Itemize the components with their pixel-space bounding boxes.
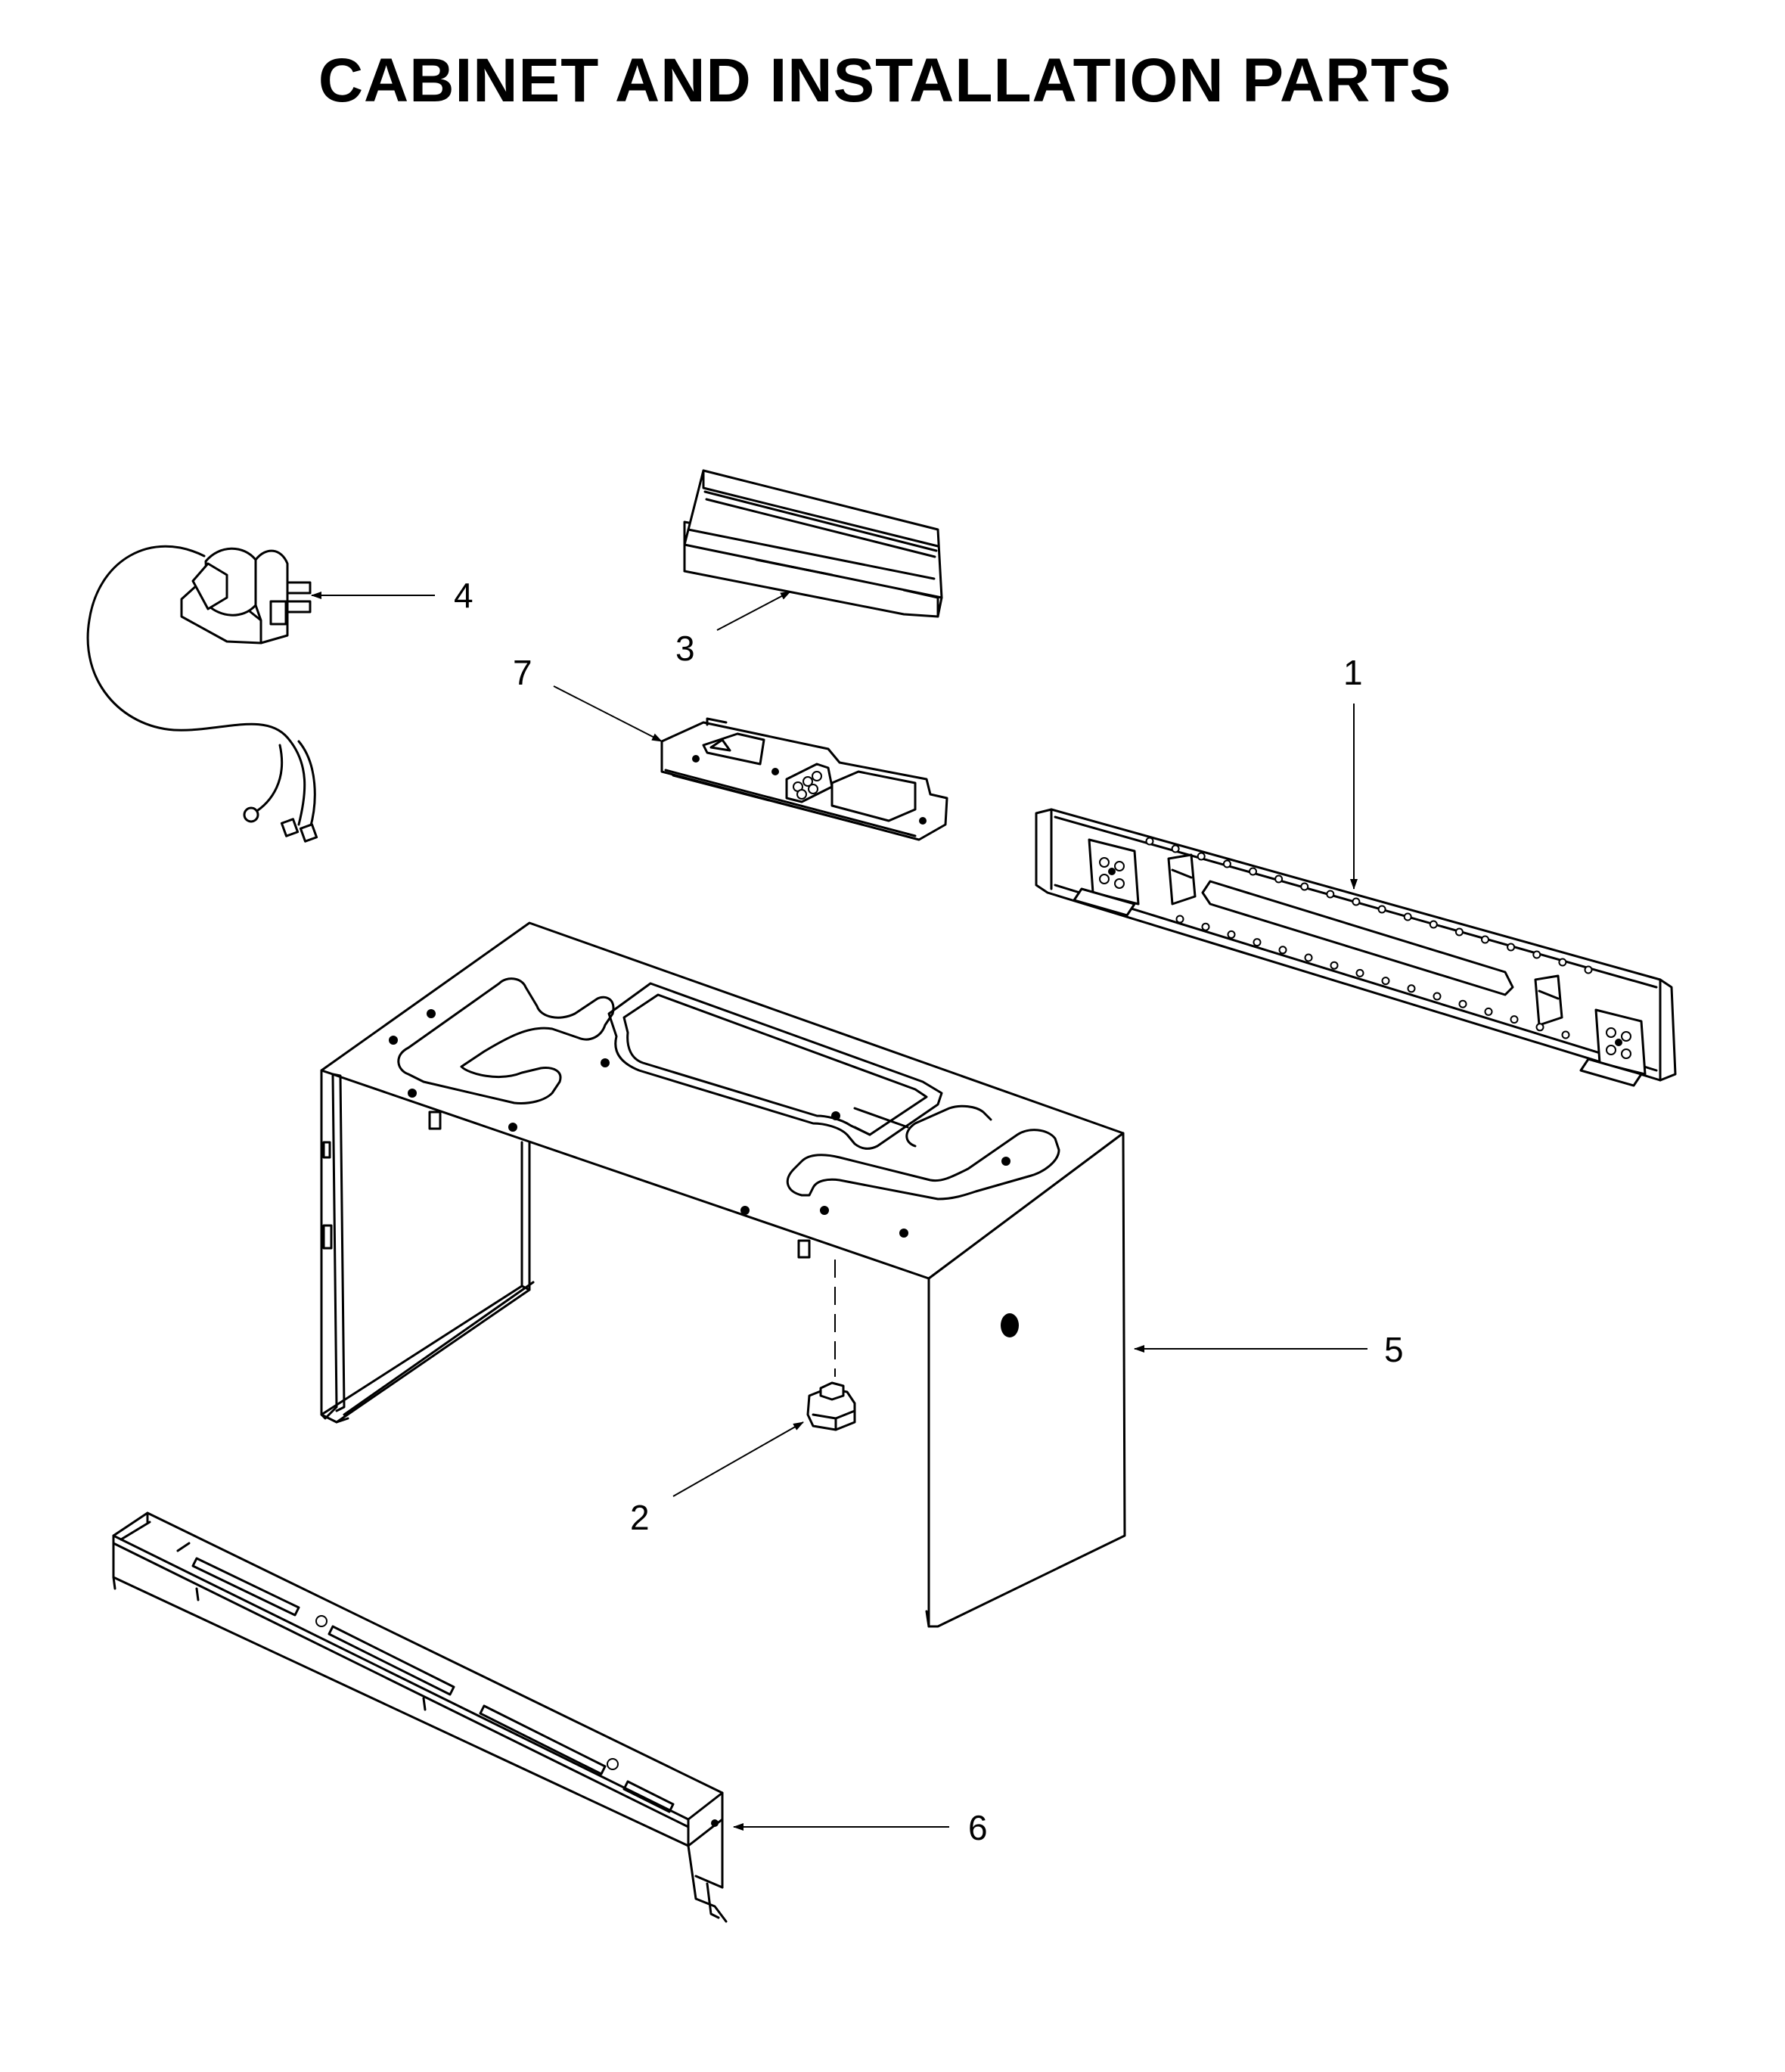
cabinet-wrapper-part-5[interactable] <box>320 921 1126 1628</box>
rail-hole <box>1484 1007 1493 1016</box>
rail-hole <box>1433 992 1442 1001</box>
rail-hole <box>1352 897 1361 906</box>
rail-hole <box>1201 922 1210 931</box>
vent-grille-part-3[interactable] <box>683 469 943 618</box>
rail-hole <box>1145 837 1154 846</box>
rail-hole <box>1197 852 1206 861</box>
rail-hole <box>1532 950 1541 959</box>
rail-hole <box>1278 946 1287 955</box>
rail-hole <box>1304 953 1313 962</box>
callout-6[interactable]: 6 <box>733 1808 988 1847</box>
callout-label: 7 <box>513 653 532 692</box>
callout-7[interactable]: 7 <box>513 653 663 742</box>
callout-2[interactable]: 2 <box>630 1421 804 1537</box>
bracket-plate-part-7[interactable] <box>660 717 948 841</box>
rail-hole <box>1561 1030 1570 1039</box>
rail-hole <box>1454 927 1464 937</box>
rail-hole <box>1300 882 1309 891</box>
rail-hole <box>1222 859 1231 868</box>
rail-hole <box>1584 965 1593 974</box>
callout-3[interactable]: 3 <box>675 591 791 668</box>
callout-label: 1 <box>1343 653 1363 692</box>
callout-1[interactable]: 1 <box>1343 653 1363 890</box>
callout-label: 6 <box>968 1808 988 1847</box>
rail-hole <box>1171 844 1180 853</box>
callout-4[interactable]: 4 <box>311 576 473 615</box>
callout-label: 3 <box>675 629 695 668</box>
latch-clip-part-2[interactable] <box>806 1260 856 1431</box>
rail-hole <box>1510 1015 1519 1024</box>
rail-hole <box>1249 867 1257 876</box>
rail-hole <box>1507 943 1516 952</box>
callout-5[interactable]: 5 <box>1134 1330 1404 1369</box>
rail-hole <box>1481 935 1489 944</box>
rail-hole <box>1175 915 1184 924</box>
rail-hole <box>1355 968 1364 977</box>
rail-hole <box>1558 958 1567 967</box>
front-trim-part-6[interactable] <box>112 1511 728 1923</box>
rail-hole <box>1330 961 1339 970</box>
callout-label: 5 <box>1384 1330 1404 1369</box>
rail-hole <box>1227 930 1236 939</box>
power-cord-part-4[interactable] <box>86 545 318 843</box>
rail-hole <box>1458 999 1467 1008</box>
rail-hole <box>1535 1023 1544 1032</box>
callout-label: 2 <box>630 1498 650 1537</box>
rail-hole <box>1407 984 1416 993</box>
rail-hole <box>1377 905 1386 914</box>
rail-hole <box>1403 912 1412 921</box>
rail-hole <box>1253 938 1262 947</box>
mounting-rail-part-1[interactable] <box>1035 808 1677 1087</box>
callout-label: 4 <box>454 576 473 615</box>
rail-hole <box>1429 920 1438 929</box>
diagram-title: CABINET AND INSTALLATION PARTS <box>318 46 1452 115</box>
rail-hole <box>1326 890 1335 899</box>
rail-hole <box>1381 977 1390 986</box>
rail-hole <box>1274 874 1284 884</box>
